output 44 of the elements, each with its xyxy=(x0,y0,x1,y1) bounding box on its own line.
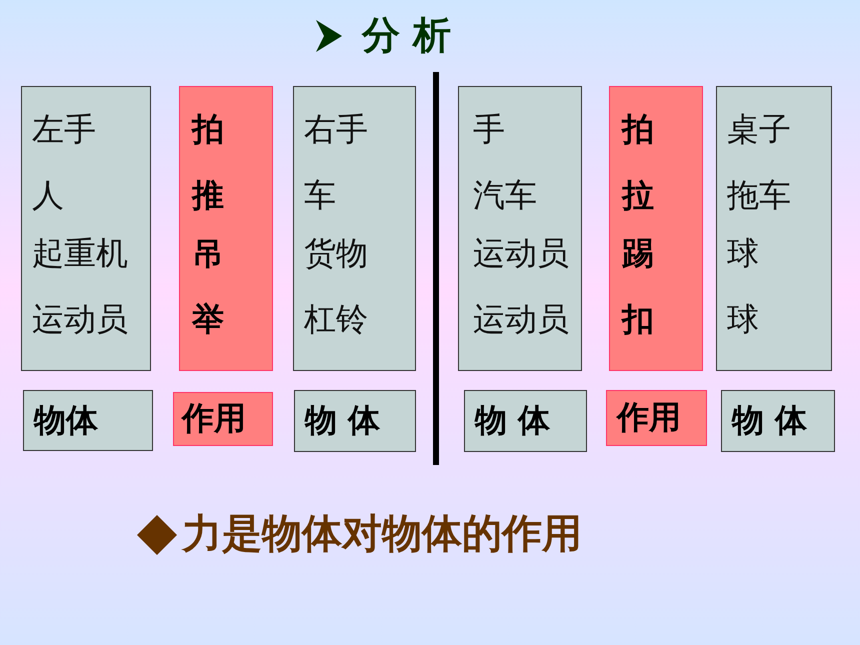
box-text: 吊 xyxy=(192,233,224,273)
box-text: 物 体 xyxy=(732,400,808,440)
box-text: 拍 xyxy=(192,109,224,149)
box-text: 推 xyxy=(192,175,224,215)
object-box xyxy=(721,390,835,452)
box-text: 杠铃 xyxy=(304,299,368,339)
object-box xyxy=(23,390,153,451)
title: 分 析 xyxy=(362,12,452,58)
box-text: 右手 xyxy=(304,109,368,149)
object-box xyxy=(294,390,416,452)
box-text: 桌子 xyxy=(727,109,791,149)
object-box xyxy=(716,86,832,371)
object-box xyxy=(21,86,151,371)
object-box xyxy=(464,390,587,452)
box-text: 拖车 xyxy=(727,175,791,215)
box-text: 球 xyxy=(727,299,759,339)
box-text: 作用 xyxy=(182,398,246,438)
box-text: 作用 xyxy=(617,397,681,437)
box-text: 拉 xyxy=(622,175,654,215)
box-text: 举 xyxy=(192,299,224,339)
object-box xyxy=(458,86,582,371)
box-text: 汽车 xyxy=(473,175,537,215)
box-text: 运动员 xyxy=(32,299,128,339)
box-text: 球 xyxy=(727,233,759,273)
box-text: 物体 xyxy=(34,400,98,440)
box-text: 物 体 xyxy=(305,400,380,440)
box-text: 车 xyxy=(304,175,336,215)
box-text: 运动员 xyxy=(473,233,569,273)
action-box xyxy=(173,392,273,446)
box-text: 踢 xyxy=(622,233,654,273)
box-text: 运动员 xyxy=(473,299,569,339)
box-text: 起重机 xyxy=(32,233,128,273)
box-text: 左手 xyxy=(32,109,96,149)
box-text: 货物 xyxy=(304,233,368,273)
box-text: 人 xyxy=(32,175,64,215)
object-box xyxy=(293,86,416,371)
box-text: 拍 xyxy=(622,109,654,149)
action-box xyxy=(179,86,273,371)
box-text: 扣 xyxy=(622,299,654,339)
box-text: 手 xyxy=(473,109,505,149)
caption: 力是物体对物体的作用 xyxy=(182,510,582,558)
action-box xyxy=(606,390,707,446)
box-text: 物 体 xyxy=(475,400,550,440)
action-box xyxy=(609,86,703,371)
